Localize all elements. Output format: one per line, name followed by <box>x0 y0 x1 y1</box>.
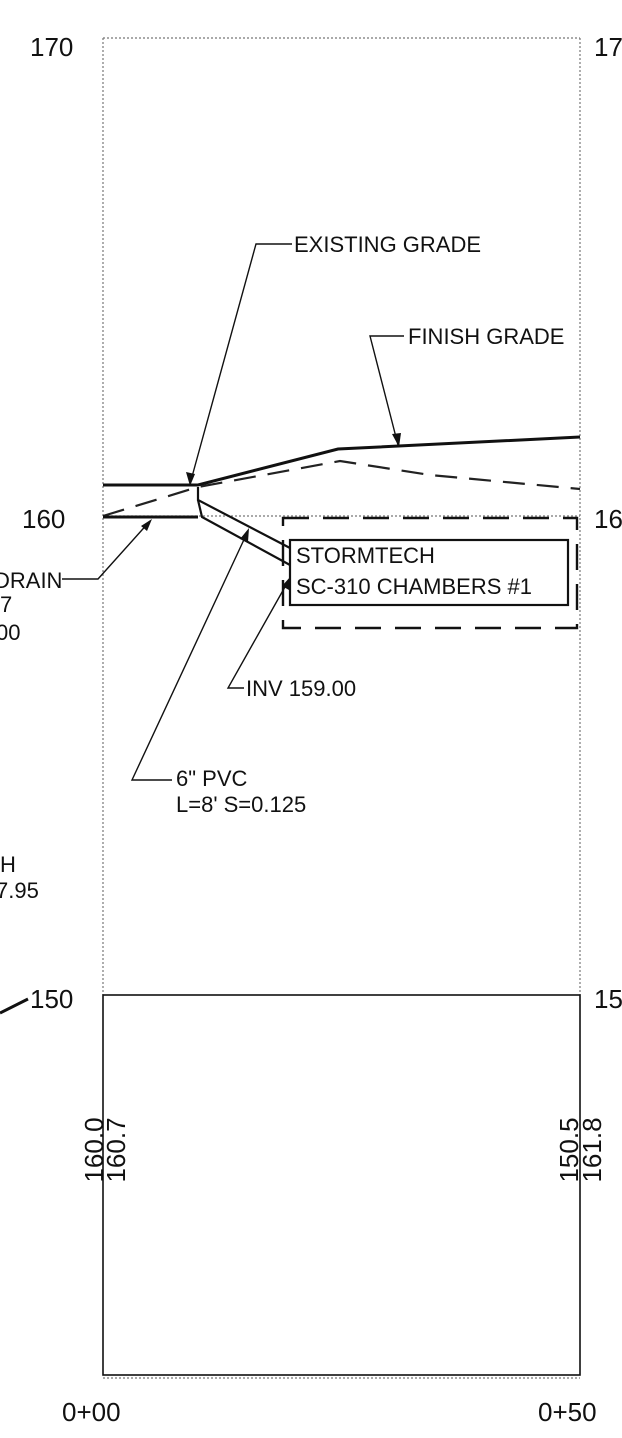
partial-label-4: 7.95 <box>0 878 39 903</box>
elevation-label-170-left: 170 <box>30 32 73 62</box>
offpage-leader-150 <box>0 997 29 1015</box>
pvc-pipe-leader <box>130 530 249 781</box>
finish-grade-line <box>103 435 581 487</box>
partial-label-3: H <box>0 852 16 877</box>
elevation-label-160-left: 160 <box>22 504 65 534</box>
invert-label: INV 159.00 <box>246 676 356 701</box>
finish-grade-arrowhead <box>392 433 401 447</box>
partial-label-1: 7 <box>0 592 12 617</box>
station-start-label: 0+00 <box>62 1397 121 1427</box>
chamber-label-line1: STORMTECH <box>296 543 435 568</box>
chamber-label-line2: SC-310 CHAMBERS #1 <box>296 574 532 599</box>
invert-leader <box>226 577 291 689</box>
elevation-label-150-left: 150 <box>30 984 73 1014</box>
station-end-label: 0+50 <box>538 1397 597 1427</box>
pvc-pipe-label-line1: 6" PVC <box>176 766 248 791</box>
grade-table-left-existing: 160.0 <box>79 1117 109 1182</box>
elevation-label-150-right: 15 <box>594 984 622 1014</box>
drain-arrowhead <box>141 519 152 531</box>
pvc-pipe-label-line2: L=8' S=0.125 <box>176 792 306 817</box>
existing-grade-arrowhead <box>186 472 195 486</box>
invert-arrowhead <box>282 576 291 590</box>
pvc-pipe-bottom <box>196 499 291 566</box>
grade-table-right-existing: 150.5 <box>554 1117 584 1182</box>
chamber-outer-dashed <box>281 516 579 630</box>
drain-leader <box>62 520 151 580</box>
existing-grade-line <box>102 459 581 518</box>
drain-partial-label: DRAIN <box>0 568 62 593</box>
elevation-label-160-right: 16 <box>594 504 622 534</box>
existing-grade-leader <box>189 243 292 485</box>
finish-grade-label: FINISH GRADE <box>408 324 564 349</box>
existing-grade-label: EXISTING GRADE <box>294 232 481 257</box>
grade-table-left-finish: 160.7 <box>101 1117 131 1182</box>
grade-table-frame <box>102 994 581 1376</box>
grade-table-right-finish: 161.8 <box>577 1117 607 1182</box>
partial-label-2: 00 <box>0 620 20 645</box>
chamber-inner-box <box>288 538 570 607</box>
pvc-pipe-arrowhead <box>240 528 249 542</box>
finish-grade-leader <box>369 335 404 446</box>
elevation-label-170-right: 17 <box>594 32 622 62</box>
